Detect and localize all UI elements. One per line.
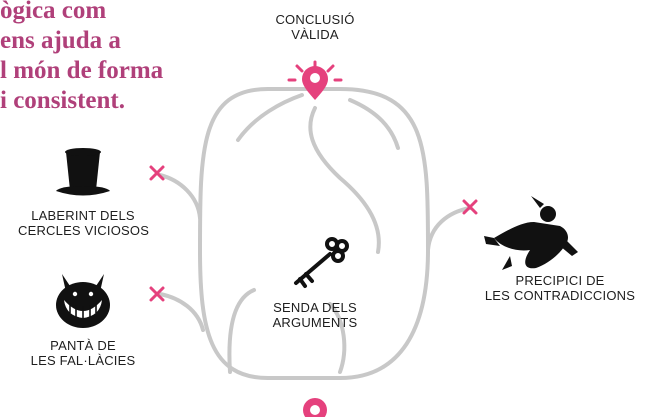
route-start-right bbox=[328, 302, 347, 374]
cliff-label: PRECIPICI DE LES CONTRADICCIONS bbox=[472, 273, 648, 303]
route-to-circles bbox=[158, 173, 202, 220]
goal-label-line: CONCLUSIÓ bbox=[275, 12, 355, 27]
route-to-cliff bbox=[426, 206, 472, 252]
swamp-label-line: LES FAL·LÀCIES bbox=[30, 353, 136, 368]
cross-icon bbox=[462, 199, 478, 215]
intro-line: l món de forma bbox=[0, 57, 164, 84]
path-label: SENDA DELS ARGUMENTS bbox=[255, 300, 375, 330]
intro-line: ògica com bbox=[0, 0, 107, 24]
swamp-label: PANTÀ DE LES FAL·LÀCIES bbox=[18, 338, 148, 368]
route-to-goal-right bbox=[348, 98, 400, 150]
cross-icon bbox=[149, 165, 165, 181]
circles-label: LABERINT DELS CERCLES VICIOSOS bbox=[18, 208, 150, 238]
route-start-left bbox=[227, 288, 256, 374]
cheshire-grin-icon bbox=[56, 274, 110, 328]
cliff-label-line: LES CONTRADICCIONS bbox=[484, 288, 636, 303]
start-marker-icon bbox=[303, 398, 327, 417]
location-pin-icon bbox=[287, 60, 343, 100]
goal-label-line: VÀLIDA bbox=[291, 27, 339, 42]
intro-line: i consistent. bbox=[0, 87, 125, 114]
route-to-goal-left bbox=[236, 93, 304, 142]
intro-line: ens ajuda a bbox=[0, 27, 121, 54]
circles-label-line: CERCLES VICIOSOS bbox=[18, 223, 150, 238]
path-label-line: ARGUMENTS bbox=[272, 315, 358, 330]
route-to-swamp bbox=[158, 292, 205, 332]
main-loop bbox=[197, 87, 431, 380]
path-label-line: SENDA DELS bbox=[273, 300, 357, 315]
cliff-label-line: PRECIPICI DE bbox=[515, 273, 605, 288]
circles-label-line: LABERINT DELS bbox=[31, 208, 135, 223]
cross-icon bbox=[149, 286, 165, 302]
falling-alice-icon bbox=[484, 196, 578, 270]
key-icon bbox=[294, 237, 349, 288]
swamp-label-line: PANTÀ DE bbox=[50, 338, 116, 353]
top-hat-icon bbox=[56, 148, 110, 196]
goal-label: CONCLUSIÓ VÀLIDA bbox=[255, 12, 375, 42]
route-inner-s bbox=[308, 106, 381, 254]
